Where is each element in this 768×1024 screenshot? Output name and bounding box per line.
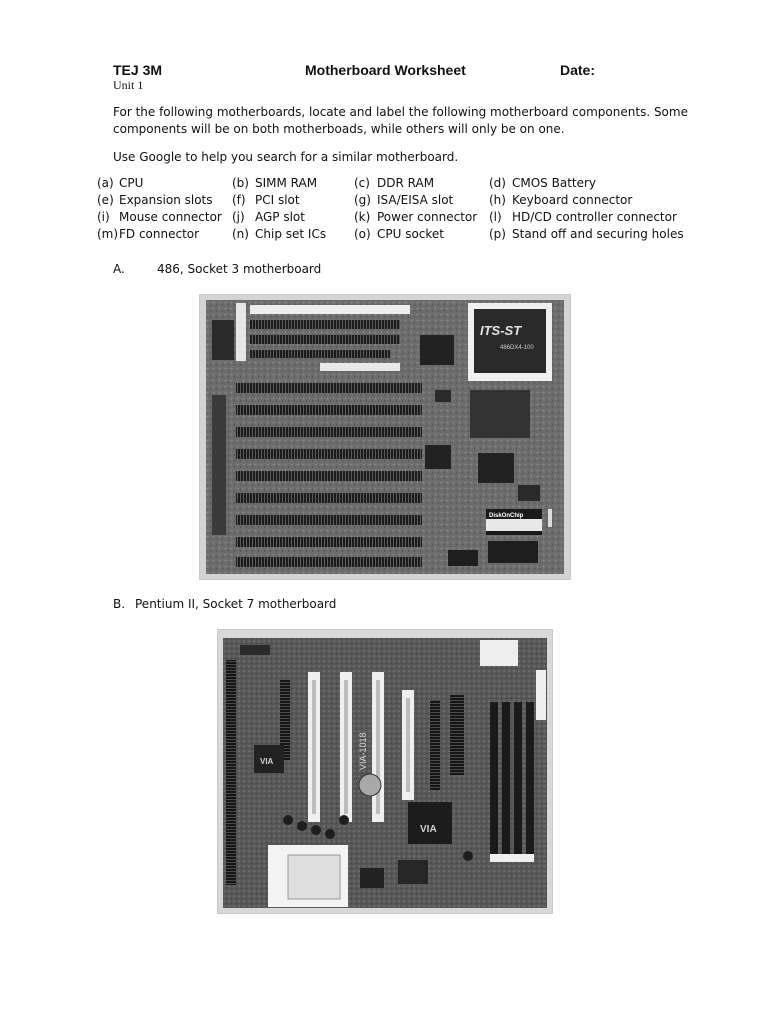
flash-chip-label: DiskOnChip (489, 513, 524, 519)
date-label: Date: (560, 62, 596, 78)
board-model-label: VIA-1018 (358, 732, 368, 770)
chipset-logo-1: VIA (260, 757, 274, 766)
component-label: Expansion slots (119, 193, 213, 207)
component-label: Keyboard connector (512, 193, 633, 207)
component-key: (h) (489, 193, 506, 207)
component-label: Power connector (377, 210, 478, 224)
instruction-paragraph-1: For the following motherboards, locate a… (113, 105, 688, 136)
component-key: (c) (354, 176, 370, 190)
component-key: (k) (354, 210, 371, 224)
component-label: PCI slot (255, 193, 300, 207)
component-key: (d) (489, 176, 506, 190)
component-key: (j) (232, 210, 245, 224)
component-label: CMOS Battery (512, 176, 597, 190)
component-key: (e) (97, 193, 114, 207)
component-label: ISA/EISA slot (377, 193, 454, 207)
component-label: CPU socket (377, 227, 445, 241)
component-label: CPU (119, 176, 144, 190)
section-b-title: Pentium II, Socket 7 motherboard (135, 597, 337, 611)
component-label: Chip set ICs (255, 227, 327, 241)
unit-label: Unit 1 (113, 78, 144, 92)
motherboard-486-photo: ITS-ST 486DX4-100 DiskOnChip (199, 294, 571, 580)
component-key: (m) (97, 227, 119, 241)
component-key: (o) (354, 227, 371, 241)
component-key: (p) (489, 227, 506, 241)
component-label: AGP slot (255, 210, 305, 224)
page-title: Motherboard Worksheet (305, 62, 466, 78)
component-key: (b) (232, 176, 249, 190)
section-a-title: 486, Socket 3 motherboard (157, 262, 322, 276)
component-key: (f) (232, 193, 246, 207)
component-key: (n) (232, 227, 249, 241)
component-key: (l) (489, 210, 502, 224)
chipset-logo-2: VIA (420, 824, 437, 835)
component-key: (g) (354, 193, 371, 207)
instruction-paragraph-2: Use Google to help you search for a simi… (113, 150, 459, 164)
course-code: TEJ 3M (113, 62, 163, 78)
component-key: (a) (97, 176, 114, 190)
motherboard-pentium-photo: VIA VIA VIA-1018 (217, 629, 553, 914)
component-key: (i) (97, 210, 110, 224)
component-label: DDR RAM (377, 176, 435, 190)
cpu-brand-label: ITS-ST (480, 323, 522, 338)
cpu-model-label: 486DX4-100 (500, 345, 534, 351)
section-b-letter: B. (113, 597, 126, 611)
component-label: SIMM RAM (255, 176, 318, 190)
component-label: FD connector (119, 227, 200, 241)
section-a-letter: A. (113, 262, 125, 276)
component-label: Stand off and securing holes (512, 227, 684, 241)
component-label: Mouse connector (119, 210, 222, 224)
component-label: HD/CD controller connector (512, 210, 677, 224)
